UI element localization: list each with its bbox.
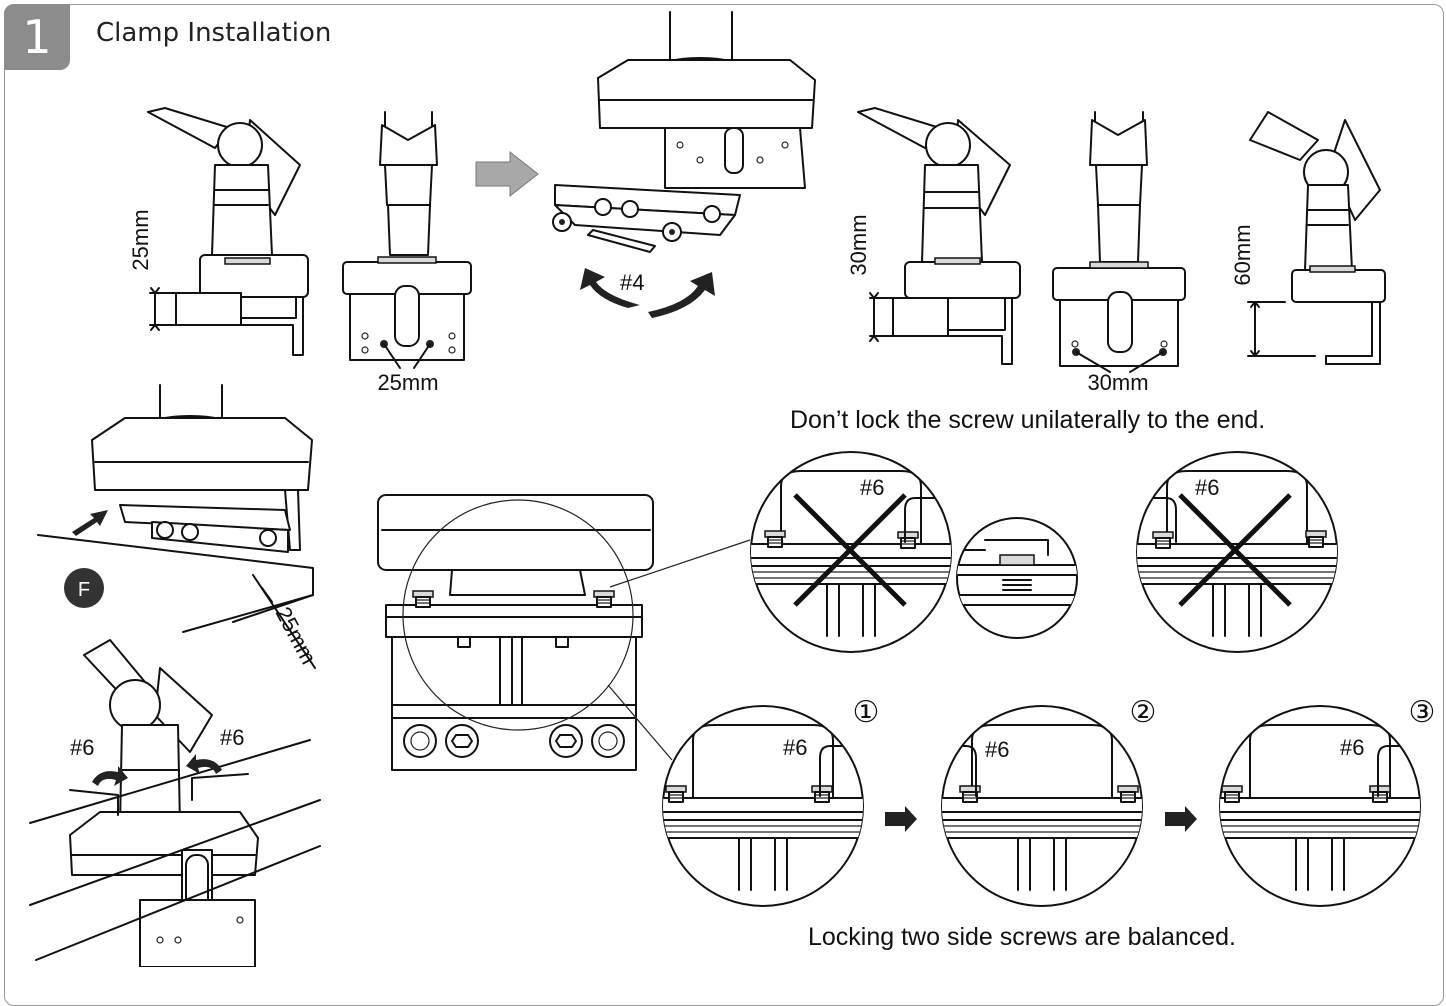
wrong-right-hex-label: #6 [1195,475,1219,500]
clamp-exploded-view: #4 [552,11,816,318]
sequence-arrow-icon [1165,806,1197,832]
hex-key-4-label: #4 [620,270,644,295]
seq-1-hex-label: #6 [783,735,807,760]
clamp-side-30-label: 30mm [846,214,871,275]
option-badge-label: F [78,579,90,601]
clamp-side-view-60mm: 60mm [1230,111,1386,365]
option-badge [64,568,104,608]
clamp-side-view-25mm: 25mm [128,107,309,356]
seq-3-hex-label: #6 [1340,735,1364,760]
thread-detail-circle [956,517,1078,639]
hex-right-label: #6 [220,725,244,750]
clamp-side-25-label: 25mm [128,209,153,270]
illustrations: 25mm 25mm [29,11,1436,967]
next-step-arrow-icon [475,150,539,198]
desk-thickness-label: 25mm [271,603,322,669]
sequence-circle-1: #6 ① [662,696,880,907]
sequence-circle-2: #6 ② [941,696,1157,907]
clamp-side-view-30mm: 30mm [846,107,1021,365]
wrong-right-locked-circle: #6 [1136,451,1338,653]
step-number-tab: 1 [4,4,70,70]
seq-2-number: ② [1130,696,1157,729]
clamp-front-view-30mm: 30mm [1052,111,1186,395]
sequence-circle-3: #6 ③ [1219,696,1436,907]
instruction-sheet: 1 Clamp Installation [4,4,1444,1006]
x-mark-icon [793,493,907,607]
wrong-left-hex-label: #6 [860,475,884,500]
clamp-front-30-label: 30mm [1087,370,1148,395]
balanced-note: Locking two side screws are balanced. [808,923,1237,951]
wrong-left-locked-circle: #6 [750,451,952,653]
clamp-side-60-label: 60mm [1230,224,1255,285]
sequence-arrow-icon [885,806,917,832]
clamp-on-desk-view: 25mm F [37,384,322,669]
hex-left-label: #6 [70,735,94,760]
clamp-front-25-label: 25mm [377,370,438,395]
arm-with-hex-keys-view: #6 #6 [29,639,321,967]
seq-2-hex-label: #6 [985,737,1009,762]
seq-1-number: ① [853,696,880,729]
step-title: Clamp Installation [96,18,332,48]
clamp-front-view-25mm: 25mm [342,111,472,395]
seq-3-number: ③ [1409,696,1436,729]
clamp-plate-detail-view [377,494,751,771]
x-mark-icon [1178,493,1292,607]
warning-note: Don’t lock the screw unilaterally to the… [790,406,1266,434]
